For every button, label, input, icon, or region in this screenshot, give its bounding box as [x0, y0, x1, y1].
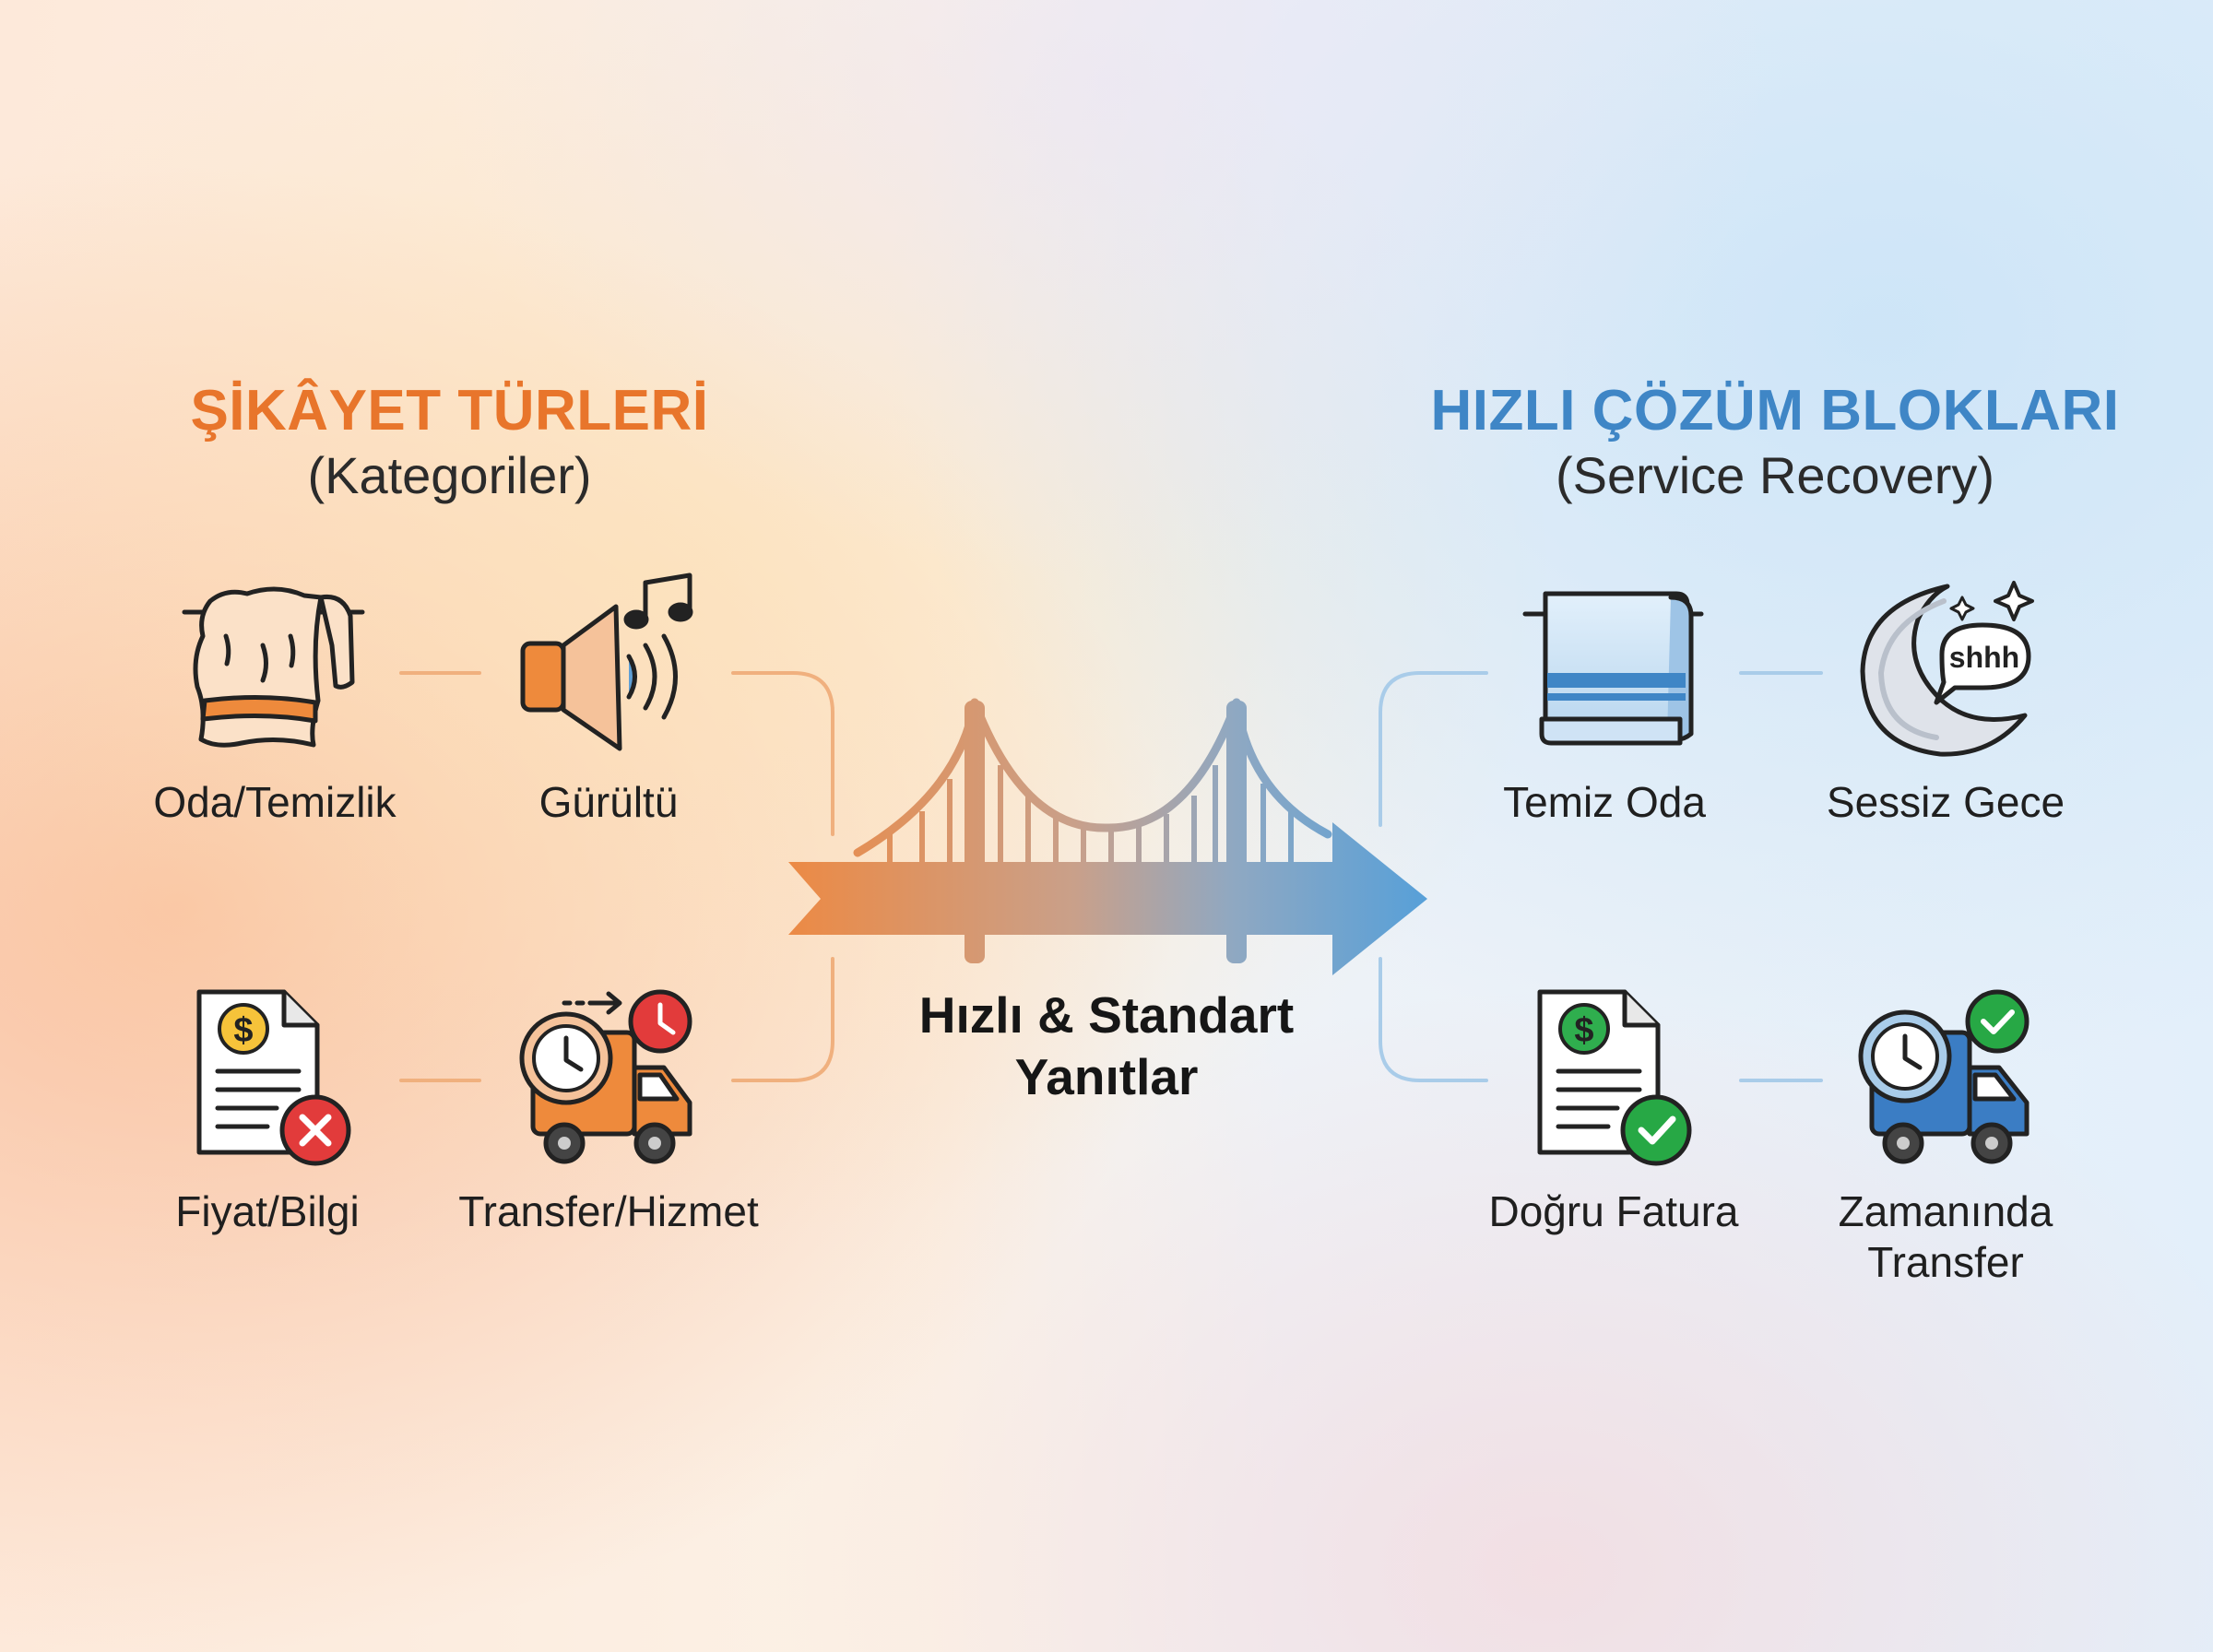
- connector-bracket-bottom: [731, 957, 834, 1082]
- ontime-truck-icon: [1858, 989, 2030, 1164]
- right-title: HIZLI ÇÖZÜM BLOKLARI: [1430, 379, 2120, 442]
- svg-text:$: $: [1574, 1011, 1593, 1050]
- center-label-line1: Hızlı & Standart: [918, 986, 1295, 1044]
- label-dogru-fatura: Doğru Fatura: [1488, 1187, 1739, 1235]
- label-gurultu: Gürültü: [538, 778, 679, 826]
- moon-bubble-text: shhh: [1949, 641, 2019, 674]
- left-subtitle: (Kategoriler): [307, 446, 592, 504]
- connector-bracket-top: [1379, 671, 1488, 827]
- delayed-truck-icon: [519, 989, 692, 1164]
- speaker-music-icon: [520, 572, 693, 751]
- right-connectors: [1379, 671, 1823, 1082]
- left-connectors: [399, 671, 834, 1082]
- dirty-towel-icon: [182, 586, 365, 748]
- right-subtitle: (Service Recovery): [1555, 446, 1995, 504]
- svg-text:$: $: [233, 1011, 253, 1050]
- label-temiz-oda: Temiz Oda: [1503, 778, 1706, 826]
- label-transfer-hizmet: Transfer/Hizmet: [458, 1187, 759, 1235]
- bridge-arrow-icon: [788, 698, 1427, 975]
- label-oda-temizlik: Oda/Temizlik: [153, 778, 396, 826]
- label-fiyat-bilgi: Fiyat/Bilgi: [175, 1187, 360, 1235]
- label-zamaninda: Zamanında: [1838, 1187, 2053, 1235]
- clean-towel-icon: [1522, 591, 1704, 746]
- moon-shhh-icon: shhh: [1860, 581, 2034, 757]
- left-title: ŞİKÂYET TÜRLERİ: [190, 379, 709, 442]
- invoice-check-icon: $: [1537, 989, 1692, 1166]
- invoice-error-icon: $: [196, 989, 351, 1166]
- label-transfer: Transfer: [1867, 1238, 2024, 1286]
- label-sessiz-gece: Sessiz Gece: [1826, 778, 2065, 826]
- connector-bracket-bottom: [1379, 957, 1488, 1082]
- center-label-line2: Yanıtlar: [1014, 1048, 1199, 1105]
- connector-bracket-top: [731, 671, 834, 836]
